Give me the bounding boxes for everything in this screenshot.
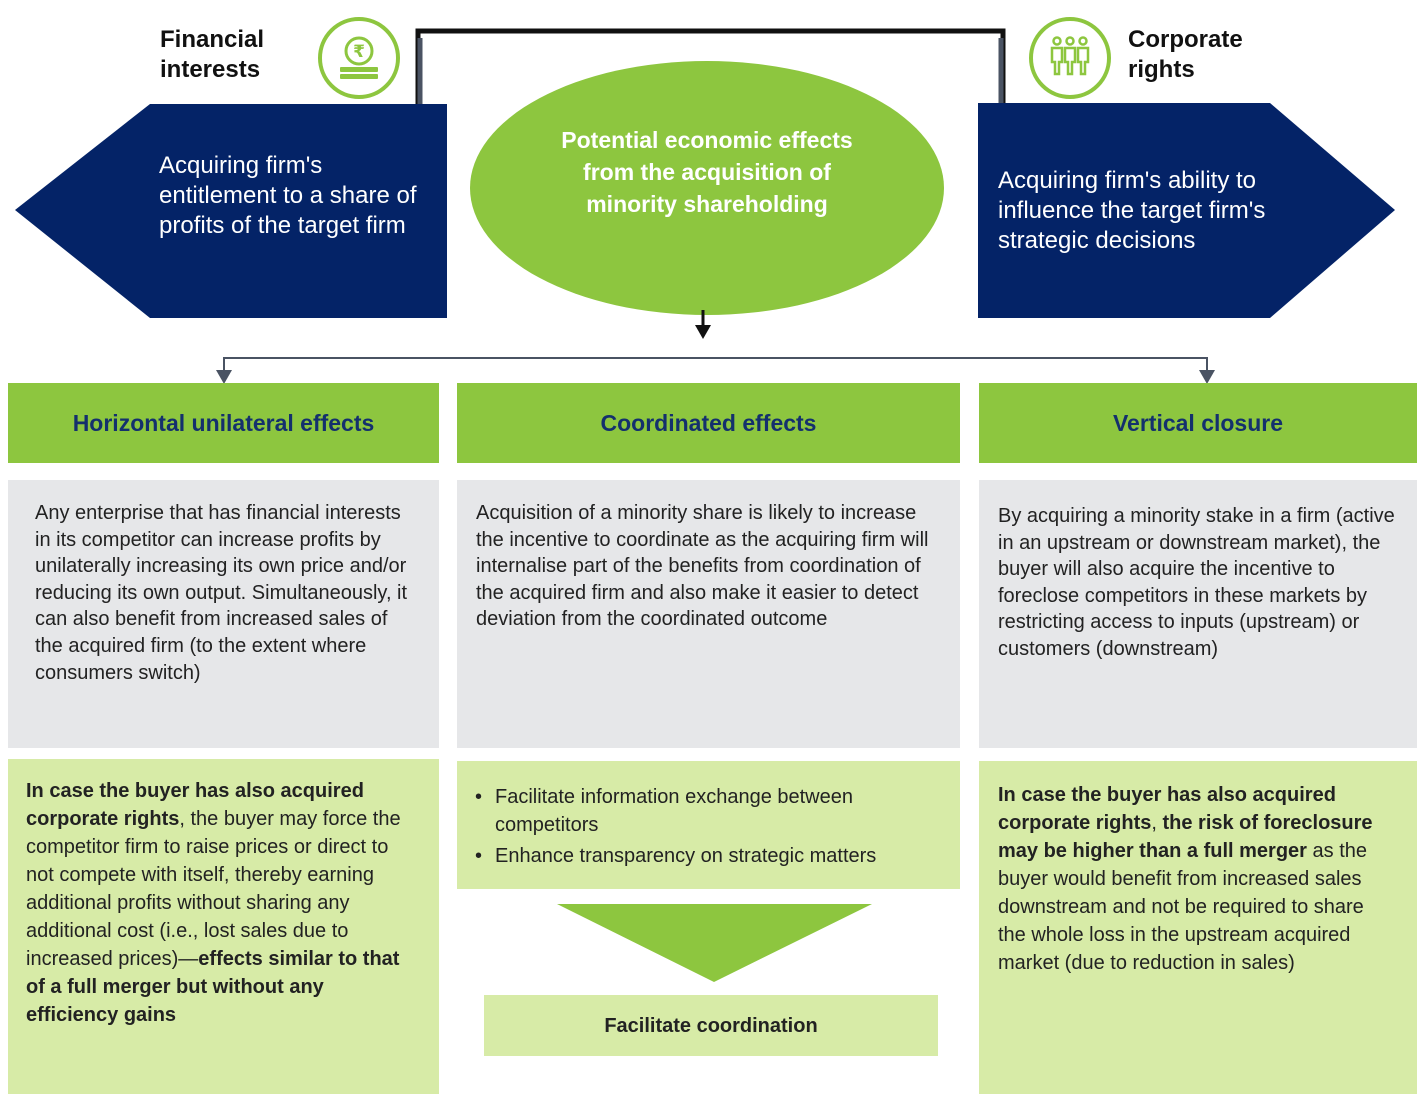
detail-bold-intro: In case the buyer has also acquired corp… bbox=[998, 784, 1336, 834]
description-text: Any enterprise that has financial intere… bbox=[35, 502, 408, 684]
detail-bold-intro: In case the buyer has also acquired corp… bbox=[26, 780, 364, 830]
heading-horizontal-unilateral-effects: Horizontal unilateral effects bbox=[8, 383, 439, 463]
heading-vertical-closure: Vertical closure bbox=[979, 383, 1417, 463]
financial-interests-description: Acquiring firm's entitlement to a share … bbox=[159, 152, 417, 239]
center-ellipse bbox=[470, 61, 944, 315]
svg-text:₹: ₹ bbox=[353, 42, 365, 62]
coordination-triangle bbox=[557, 904, 872, 982]
detail-horizontal-unilateral: In case the buyer has also acquired corp… bbox=[8, 759, 439, 1094]
description-vertical-closure: By acquiring a minority stake in a firm … bbox=[979, 480, 1417, 748]
description-horizontal-unilateral: Any enterprise that has financial intere… bbox=[8, 480, 439, 748]
left-navy-arrow bbox=[15, 104, 447, 318]
result-label: Facilitate coordination bbox=[604, 1014, 818, 1037]
description-text: Acquisition of a minority share is likel… bbox=[476, 502, 929, 631]
bullet-item: Facilitate information exchange between … bbox=[475, 783, 940, 839]
financial-interests-label: Financial interests bbox=[160, 26, 265, 83]
heading-coordinated-effects: Coordinated effects bbox=[457, 383, 960, 463]
rupee-coins-icon: ₹ bbox=[318, 17, 400, 99]
facilitate-coordination-box: Facilitate coordination bbox=[484, 995, 938, 1056]
description-text: By acquiring a minority stake in a firm … bbox=[998, 505, 1395, 660]
distribution-connector bbox=[223, 357, 1208, 372]
detail-bold-end: effects similar to that of a full merger… bbox=[26, 948, 400, 1026]
bullet-item: Enhance transparency on strategic matter… bbox=[475, 842, 940, 870]
central-topic: Potential economic effects from the acqu… bbox=[561, 127, 853, 217]
detail-text: as the buyer would benefit from increase… bbox=[998, 840, 1368, 974]
corporate-rights-label: Corporate rights bbox=[1128, 26, 1243, 83]
detail-comma: , bbox=[1151, 812, 1163, 834]
description-coordinated: Acquisition of a minority share is likel… bbox=[457, 480, 960, 748]
coordinated-bullet-list: Facilitate information exchange between … bbox=[475, 783, 940, 870]
right-navy-arrow bbox=[978, 103, 1395, 318]
down-arrow-head bbox=[695, 325, 711, 339]
corporate-rights-description: Acquiring firm's ability to influence th… bbox=[998, 167, 1266, 254]
coordinated-bullets-box: Facilitate information exchange between … bbox=[457, 761, 960, 889]
detail-vertical-closure: In case the buyer has also acquired corp… bbox=[979, 761, 1417, 1094]
people-group-icon bbox=[1029, 17, 1111, 99]
detail-bold-mid: the risk of foreclosure may be higher th… bbox=[998, 812, 1373, 862]
detail-text: , the buyer may force the competitor fir… bbox=[26, 808, 401, 970]
